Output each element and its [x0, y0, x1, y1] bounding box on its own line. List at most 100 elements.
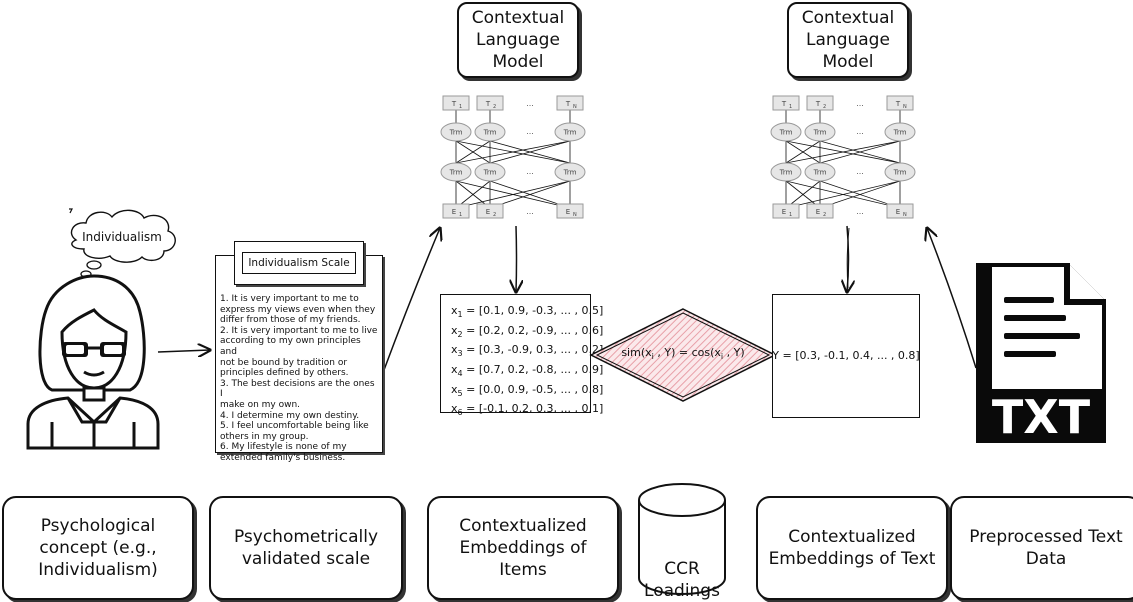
item-vector-row: x3 = [0.3, -0.9, 0.3, ... , 0.2] — [451, 343, 604, 359]
scale-to-model-arrow — [383, 228, 440, 371]
thought-bubble-label: Individualism — [82, 230, 162, 244]
item-vector-row: x2 = [0.2, 0.2, -0.9, ... , 0.6] — [451, 323, 604, 339]
model-to-text-arrow — [847, 225, 849, 292]
item-vector-row: x6 = [-0.1, 0.2, 0.3, ... , 0.1] — [451, 402, 604, 418]
language-model-left-label: Contextual Language Model — [471, 8, 565, 72]
caption-text-embeddings: Contextualized Embeddings of Text — [756, 496, 948, 600]
caption-psych-concept: Psychological concept (e.g., Individuali… — [2, 496, 194, 600]
svg-text:N: N — [573, 104, 577, 110]
similarity-diamond — [589, 308, 777, 402]
language-model-left-box: Contextual Language Model — [457, 2, 579, 78]
svg-text:N: N — [573, 212, 577, 218]
language-model-right-box: Contextual Language Model — [787, 2, 909, 78]
svg-text:T: T — [781, 100, 787, 108]
svg-text:Trm: Trm — [813, 169, 827, 177]
svg-text:Trm: Trm — [893, 129, 907, 137]
svg-text:2: 2 — [823, 212, 826, 218]
svg-text:1: 1 — [789, 104, 792, 110]
network-trm-node: Trm — [554, 122, 586, 142]
txt-icon-label: TXT — [992, 390, 1091, 443]
svg-text:Trm: Trm — [449, 169, 463, 177]
txt-file-icon: TXT — [976, 263, 1106, 443]
caption-validated-scale: Psychometrically validated scale — [209, 496, 403, 600]
network-trm-node: Trm — [804, 122, 836, 142]
item-vector-row: x1 = [0.1, 0.9, -0.3, ... , 0.5] — [451, 304, 604, 320]
scale-title-inner: Individualism Scale — [242, 252, 356, 274]
svg-text:2: 2 — [493, 104, 496, 110]
svg-text:E: E — [896, 208, 900, 216]
svg-text:Trm: Trm — [893, 169, 907, 177]
svg-text:E: E — [452, 208, 456, 216]
item-embeddings-box: x1 = [0.1, 0.9, -0.3, ... , 0.5] x2 = [0… — [440, 294, 604, 418]
ccr-cylinder — [638, 483, 726, 595]
caption-ccr-loadings: CCR Loadings — [644, 559, 720, 601]
network-ellipsis: ... — [856, 207, 864, 216]
item-vector-row: x4 = [0.7, 0.2, -0.8, ... , 0.9] — [451, 363, 604, 379]
person-to-scale-arrow — [157, 350, 210, 352]
text-vector: Y = [0.3, -0.1, 0.4, ... , 0.8] — [772, 349, 920, 363]
svg-text:T: T — [485, 100, 491, 108]
network-trm-node: Trm — [770, 162, 802, 182]
network-ellipsis: ... — [856, 167, 864, 176]
network-trm-node: Trm — [474, 122, 506, 142]
scale-title-frame: Individualism Scale — [234, 241, 364, 285]
language-model-right-label: Contextual Language Model — [801, 8, 895, 72]
scale-document: 1. It is very important to me to express… — [215, 255, 383, 463]
svg-text:Trm: Trm — [779, 169, 793, 177]
network-trm-node: Trm — [770, 122, 802, 142]
svg-text:T: T — [451, 100, 457, 108]
svg-text:E: E — [566, 208, 570, 216]
svg-text:Trm: Trm — [563, 169, 577, 177]
network-ellipsis: ... — [526, 99, 534, 108]
text-embedding-box: Y = [0.3, -0.1, 0.4, ... , 0.8] — [772, 294, 920, 418]
svg-text:E: E — [782, 208, 786, 216]
model-to-items-arrow — [516, 225, 517, 292]
svg-text:E: E — [486, 208, 490, 216]
item-vector-row: x5 = [0.0, 0.9, -0.5, ... , 0.8] — [451, 382, 604, 398]
svg-text:Trm: Trm — [563, 129, 577, 137]
network-ellipsis: ... — [526, 167, 534, 176]
svg-text:Trm: Trm — [483, 169, 497, 177]
svg-text:E: E — [816, 208, 820, 216]
network-trm-node: Trm — [804, 162, 836, 182]
svg-text:Trm: Trm — [449, 129, 463, 137]
network-ellipsis: ... — [856, 99, 864, 108]
person-icon — [26, 274, 160, 450]
svg-text:Trm: Trm — [813, 129, 827, 137]
network-trm-node: Trm — [554, 162, 586, 182]
svg-text:1: 1 — [789, 212, 792, 218]
network-trm-node: Trm — [440, 162, 472, 182]
svg-text:1: 1 — [459, 212, 462, 218]
network-ellipsis: ... — [526, 127, 534, 136]
svg-text:T: T — [815, 100, 821, 108]
similarity-formula: sim(xi , Y) = cos(xi , Y) — [621, 346, 745, 362]
svg-text:Trm: Trm — [779, 129, 793, 137]
thought-bubble: Individualism — [69, 208, 176, 284]
caption-preprocessed-text: Preprocessed Text Data — [950, 496, 1133, 600]
caption-item-embeddings: Contextualized Embeddings of Items — [427, 496, 619, 600]
network-ellipsis: ... — [526, 207, 534, 216]
scale-items-text: 1. It is very important to me to express… — [220, 294, 378, 463]
network-ellipsis: ... — [856, 127, 864, 136]
svg-text:Trm: Trm — [483, 129, 497, 137]
network-trm-node: Trm — [884, 162, 916, 182]
svg-text:1: 1 — [459, 104, 462, 110]
svg-text:T: T — [565, 100, 571, 108]
network-trm-node: Trm — [884, 122, 916, 142]
network-trm-node: Trm — [474, 162, 506, 182]
svg-text:N: N — [903, 212, 907, 218]
svg-text:2: 2 — [823, 104, 826, 110]
